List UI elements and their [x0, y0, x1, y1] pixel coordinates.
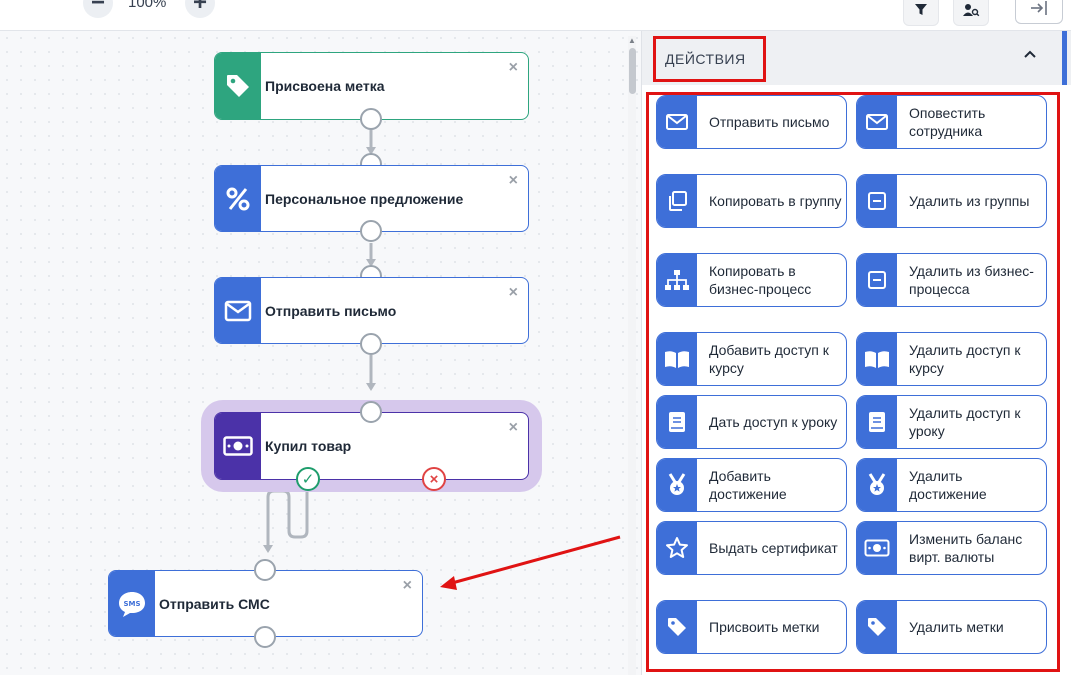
svg-text:SMS: SMS [123, 600, 140, 608]
action-assign-tags[interactable]: Присвоить метки [656, 600, 847, 654]
medal-icon [657, 459, 697, 511]
actions-panel-header[interactable]: ДЕЙСТВИЯ [642, 31, 1071, 85]
open-book-icon [857, 333, 897, 385]
node-output-port[interactable] [360, 333, 382, 355]
success-branch-icon[interactable]: ✓ [296, 467, 320, 491]
book-icon [857, 396, 897, 448]
node-close-icon[interactable]: × [508, 172, 518, 189]
action-label: Добавить достижение [709, 468, 787, 502]
action-issue-certificate[interactable]: Выдать сертификат [656, 521, 847, 575]
actions-highlight-frame [646, 92, 1060, 672]
action-label: Удалить из бизнес-процесса [909, 263, 1034, 297]
node-close-icon[interactable]: × [402, 577, 412, 594]
annotation-arrow [440, 535, 621, 590]
node-label: Присвоена метка [265, 78, 385, 94]
minus-box-icon [857, 254, 897, 306]
node-input-port[interactable] [360, 401, 382, 423]
envelope-icon [657, 96, 697, 148]
banknote-icon [215, 413, 261, 479]
workflow-node-bought-product[interactable]: Купил товар × [214, 412, 529, 480]
zoom-level: 100% [128, 0, 167, 11]
action-copy-to-process[interactable]: Копировать в бизнес-процесс [656, 253, 847, 307]
sms-icon: SMS [109, 571, 155, 636]
action-give-lesson-access[interactable]: Дать доступ к уроку [656, 395, 847, 449]
filter-button[interactable] [903, 0, 939, 26]
medal-icon [857, 459, 897, 511]
node-close-icon[interactable]: × [508, 419, 518, 436]
action-remove-course-access[interactable]: Удалить доступ к курсу [856, 332, 1047, 386]
envelope-icon [857, 96, 897, 148]
exit-button[interactable] [1015, 0, 1063, 24]
user-search-icon [963, 4, 980, 17]
action-label: Добавить доступ к курсу [709, 342, 829, 376]
tag-icon [857, 601, 897, 653]
node-output-port[interactable] [360, 108, 382, 130]
tag-icon [215, 53, 261, 119]
action-label: Удалить из группы [909, 193, 1030, 209]
copy-icon [657, 175, 697, 227]
workflow-node-personal-offer[interactable]: Персональное предложение × [214, 165, 529, 232]
action-remove-tags[interactable]: Удалить метки [856, 600, 1047, 654]
user-search-button[interactable] [953, 0, 989, 26]
actions-panel: ДЕЙСТВИЯ Отправить письмо Оповестить сот… [641, 31, 1071, 675]
node-close-icon[interactable]: × [508, 59, 518, 76]
node-input-port[interactable] [254, 559, 276, 581]
action-label: Копировать в бизнес-процесс [709, 263, 812, 297]
minus-box-icon [857, 175, 897, 227]
workflow-node-send-email[interactable]: Отправить письмо × [214, 277, 529, 344]
envelope-icon [215, 278, 261, 343]
action-label: Удалить доступ к уроку [909, 405, 1021, 439]
action-change-balance[interactable]: Изменить баланс вирт. валюты [856, 521, 1047, 575]
star-icon [657, 522, 697, 574]
action-label: Оповестить сотрудника [909, 105, 986, 139]
action-label: Удалить достижение [909, 468, 987, 502]
exit-arrow-icon [1031, 1, 1047, 15]
canvas-scrollbar-thumb[interactable] [629, 48, 636, 94]
action-label: Выдать сертификат [709, 540, 838, 556]
action-remove-from-process[interactable]: Удалить из бизнес-процесса [856, 253, 1047, 307]
zoom-out-button[interactable]: − [83, 0, 113, 18]
banknote-icon [857, 522, 897, 574]
scroll-up-icon[interactable]: ▲ [628, 36, 636, 45]
action-notify-employee[interactable]: Оповестить сотрудника [856, 95, 1047, 149]
action-send-email[interactable]: Отправить письмо [656, 95, 847, 149]
action-copy-to-group[interactable]: Копировать в группу [656, 174, 847, 228]
action-remove-from-group[interactable]: Удалить из группы [856, 174, 1047, 228]
canvas-scrollbar[interactable] [628, 36, 636, 675]
percent-icon [215, 166, 261, 231]
action-add-course-access[interactable]: Добавить доступ к курсу [656, 332, 847, 386]
chevron-up-icon[interactable] [1023, 49, 1037, 59]
node-label: Персональное предложение [265, 190, 464, 207]
fail-branch-icon[interactable]: × [422, 467, 446, 491]
action-add-achievement[interactable]: Добавить достижение [656, 458, 847, 512]
zoom-in-button[interactable]: + [185, 0, 215, 18]
workflow-canvas[interactable]: Присвоена метка × Персональное предложен… [0, 31, 641, 675]
panel-title: ДЕЙСТВИЯ [653, 36, 766, 82]
sitemap-icon [657, 254, 697, 306]
top-toolbar: − 100% + [0, 0, 1071, 31]
panel-accent-bar [1062, 31, 1067, 85]
action-label: Изменить баланс вирт. валюты [909, 531, 1023, 565]
action-label: Присвоить метки [709, 619, 820, 635]
tag-icon [657, 601, 697, 653]
action-label: Отправить письмо [709, 114, 830, 130]
action-label: Дать доступ к уроку [709, 414, 838, 430]
action-remove-lesson-access[interactable]: Удалить доступ к уроку [856, 395, 1047, 449]
action-remove-achievement[interactable]: Удалить достижение [856, 458, 1047, 512]
node-output-port[interactable] [254, 626, 276, 648]
node-output-port[interactable] [360, 220, 382, 242]
node-label: Купил товар [265, 438, 352, 454]
node-close-icon[interactable]: × [508, 284, 518, 301]
action-label: Копировать в группу [709, 193, 842, 209]
action-label: Удалить доступ к курсу [909, 342, 1021, 376]
action-label: Удалить метки [909, 619, 1004, 635]
node-label: Отправить СМС [159, 595, 270, 612]
book-icon [657, 396, 697, 448]
node-label: Отправить письмо [265, 302, 397, 319]
filter-icon [915, 4, 927, 15]
workflow-node-send-sms[interactable]: SMS Отправить СМС × [108, 570, 423, 637]
open-book-icon [657, 333, 697, 385]
